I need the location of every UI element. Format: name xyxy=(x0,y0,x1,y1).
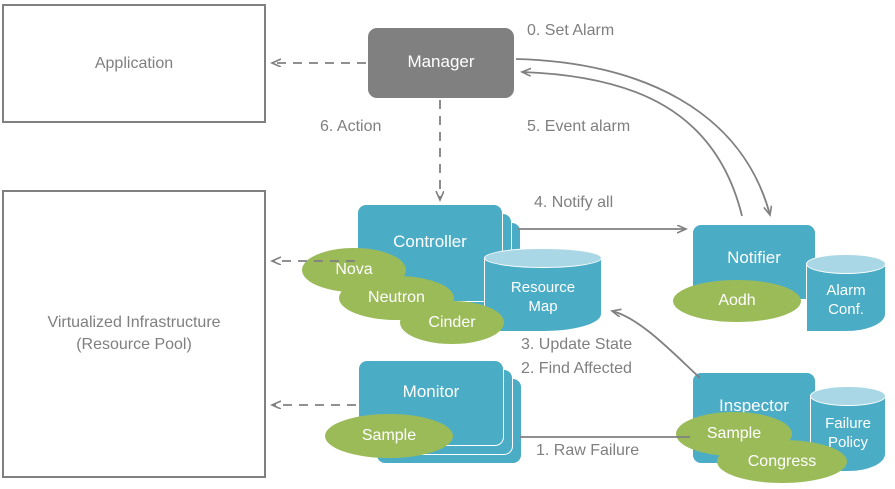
pill-aodh: Aodh xyxy=(673,280,801,322)
pill-cinder: Cinder xyxy=(400,301,504,344)
flow-label-raw-failure: 1. Raw Failure xyxy=(536,442,640,459)
alarm-conf-label-line2: Conf. xyxy=(828,301,864,318)
flow-label-notify-all: 4. Notify all xyxy=(534,194,614,211)
virtualized-infrastructure-box: Virtualized Infrastructure (Resource Poo… xyxy=(2,190,266,478)
flow-label-event-alarm: 5. Event alarm xyxy=(527,118,631,135)
alarm-conf-cylinder-top xyxy=(806,254,886,274)
pill-congress: Congress xyxy=(717,440,847,483)
alarm-conf-label-line1: Alarm xyxy=(826,282,866,299)
flow-label-set-alarm: 0. Set Alarm xyxy=(527,22,615,39)
flow-label-find-affected: 2. Find Affected xyxy=(521,360,632,377)
alarm-conf-cylinder-body xyxy=(806,263,886,332)
resource-map-label: Resource Map xyxy=(484,278,602,316)
manager-label: Manager xyxy=(407,52,475,71)
application-box: Application xyxy=(2,4,266,123)
resource-map-cylinder: Resource Map xyxy=(484,248,602,332)
alarm-conf-cylinder: Alarm Conf. xyxy=(806,254,886,332)
flow-label-action: 6. Action xyxy=(320,118,382,135)
connector-manager-to-notifier xyxy=(515,58,770,215)
resource-map-cylinder-top xyxy=(484,248,602,268)
monitor-label: Monitor xyxy=(402,382,460,401)
failure-policy-label-line1: Failure xyxy=(825,415,871,432)
notifier-label: Notifier xyxy=(727,248,781,267)
controller-label: Controller xyxy=(393,232,467,251)
failure-policy-cylinder-top xyxy=(810,386,886,406)
alarm-conf-label: Alarm Conf. xyxy=(806,281,886,319)
infrastructure-label-line2: (Resource Pool) xyxy=(76,336,192,353)
flow-label-update-state: 3. Update State xyxy=(521,336,633,353)
inspector-label: Inspector xyxy=(719,396,789,415)
resource-map-label-line1: Resource xyxy=(510,279,576,296)
resource-map-label-line2: Map xyxy=(528,298,558,315)
manager-box xyxy=(368,28,514,98)
infrastructure-label-line1: Virtualized Infrastructure xyxy=(47,314,221,331)
application-label: Application xyxy=(94,54,174,72)
failure-policy-label-line2: Policy xyxy=(827,434,868,451)
failure-policy-label: Failure Policy xyxy=(810,414,886,452)
pill-sample-monitor: Sample xyxy=(325,414,453,458)
